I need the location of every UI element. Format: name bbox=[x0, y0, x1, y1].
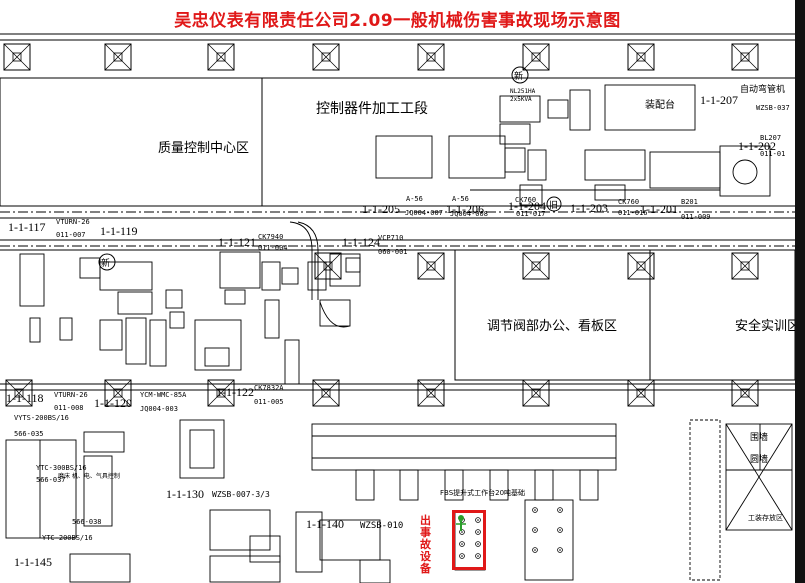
label-vcp710: VCP710 bbox=[378, 234, 403, 242]
label-1-1-121-code: 011-004 bbox=[258, 244, 288, 252]
label-a56-1: A-56 bbox=[406, 195, 423, 203]
label-1-1-120-code: JQ004-003 bbox=[140, 405, 178, 413]
label-1-1-207: 1-1-207 bbox=[700, 93, 738, 107]
lower-left-machines bbox=[5, 419, 381, 583]
label-1-1-204-code: 011-017 bbox=[516, 210, 546, 218]
tool-storage bbox=[689, 419, 793, 581]
label-vturn: VTURN-26 bbox=[56, 218, 90, 226]
label-1-1-203-code: 011-016 bbox=[618, 209, 648, 217]
left-machines bbox=[19, 221, 361, 385]
page-title: 吴忠仪表有限责任公司2.09一般机械伤害事故现场示意图 bbox=[174, 11, 621, 31]
upper-machines bbox=[375, 84, 771, 206]
label-1-1-119: 1-1-119 bbox=[100, 224, 138, 238]
label-mix: 磨床 机、电、气具控制 bbox=[58, 472, 120, 480]
label-ck-2: CK760 bbox=[515, 196, 536, 204]
label-1-1-122: 1-1-122 bbox=[216, 385, 254, 399]
label-1-1-118: 1-1-118 bbox=[6, 391, 44, 405]
label-1-1-118-code: 011-008 bbox=[54, 404, 84, 412]
accident-label: 出事故设备 bbox=[420, 514, 431, 575]
label-nl2: 2x5KVA bbox=[510, 96, 532, 103]
label-1-1-205: 1-1-205 bbox=[362, 202, 400, 216]
zone-control-machining: 控制器件加工工段 bbox=[316, 101, 428, 117]
mid-columns bbox=[314, 252, 759, 280]
label-1-1-117-code: 011-007 bbox=[56, 231, 86, 239]
window-edge bbox=[795, 0, 805, 583]
zone-assembly-table: 装配台 bbox=[645, 98, 675, 111]
label-1-1-120: 1-1-120 bbox=[94, 396, 132, 410]
label-1-1-201-code: 011-009 bbox=[681, 213, 711, 221]
label-1-1-206-code: JQ004-008 bbox=[450, 210, 488, 218]
person-icon bbox=[456, 515, 466, 531]
label-1-1-140: 1-1-140 bbox=[306, 517, 344, 531]
new-mark-2: 新 bbox=[101, 257, 110, 269]
zone-quality-center: 质量控制中心区 bbox=[158, 141, 249, 156]
label-1-1-124-code: 060-001 bbox=[378, 248, 408, 256]
label-1-1-201: 1-1-201 bbox=[640, 202, 678, 216]
label-ck760: CK760 bbox=[618, 198, 639, 206]
top-columns bbox=[3, 43, 759, 71]
label-conveyor: FBS提升式工作台20吨基础 bbox=[440, 488, 525, 497]
label-vturn-2: VTURN-26 bbox=[54, 391, 88, 399]
lifting-conveyor bbox=[311, 423, 617, 583]
label-1-1-122-code: 011-005 bbox=[254, 398, 284, 406]
label-ck7940: CK7940 bbox=[258, 233, 283, 241]
label-1-1-207-code: WZSB-037 bbox=[756, 104, 790, 112]
label-1-1-204: 1-1-204 bbox=[508, 199, 546, 213]
label-bl207: BL207 bbox=[760, 134, 781, 142]
label-fence-2: 圆墙 bbox=[750, 453, 768, 465]
label-auto-bender: 自动弯管机 bbox=[740, 83, 785, 95]
label-1-1-145: 1-1-145 bbox=[14, 555, 52, 569]
label-1-1-130-code: WZSB-007-3/3 bbox=[212, 490, 270, 499]
label-ytc-1: YTC-300BS/16 bbox=[36, 464, 87, 472]
label-1-1-205-code: JQ004-007 bbox=[405, 209, 443, 217]
old-mark: 旧 bbox=[549, 200, 558, 211]
zone-valve-office: 调节阀部办公、看板区 bbox=[487, 318, 617, 334]
zone-safety-training: 安全实训区 bbox=[735, 318, 795, 334]
label-nl: NL251HA bbox=[510, 88, 536, 95]
label-1-1-140-code: WZSB-010 bbox=[360, 521, 403, 531]
label-1-1-124: 1-1-124 bbox=[342, 235, 380, 249]
label-ycm: YCM-WMC-85A bbox=[140, 391, 187, 399]
label-1-1-117: 1-1-117 bbox=[8, 220, 46, 234]
label-vyts: VYTS-200BS/16 bbox=[14, 414, 69, 422]
label-ck7832: CK7832A bbox=[254, 384, 284, 392]
label-b201: B201 bbox=[681, 198, 698, 206]
label-a56-2: A-56 bbox=[452, 195, 469, 203]
label-ytc-2: YTC-200BS/16 bbox=[42, 534, 93, 542]
label-566-035: 566-035 bbox=[14, 430, 44, 438]
accident-highlight-box bbox=[452, 510, 486, 570]
label-tool-storage: 工装存放区 bbox=[748, 513, 783, 522]
label-fence: 围墙 bbox=[750, 431, 768, 443]
label-1-1-202-code: 011-01 bbox=[760, 150, 785, 158]
label-1-1-202: 1-1-202 bbox=[738, 139, 776, 153]
new-mark-1: 新 bbox=[514, 70, 523, 82]
label-1-1-130: 1-1-130 bbox=[166, 487, 204, 501]
label-1-1-206: 1-1-206 bbox=[446, 202, 484, 216]
label-1-1-121: 1-1-121 bbox=[218, 235, 256, 249]
label-566-037: 566-037 bbox=[36, 476, 66, 484]
label-566-038: 566-038 bbox=[72, 518, 102, 526]
label-1-1-203: 1-1-203 bbox=[570, 201, 608, 215]
